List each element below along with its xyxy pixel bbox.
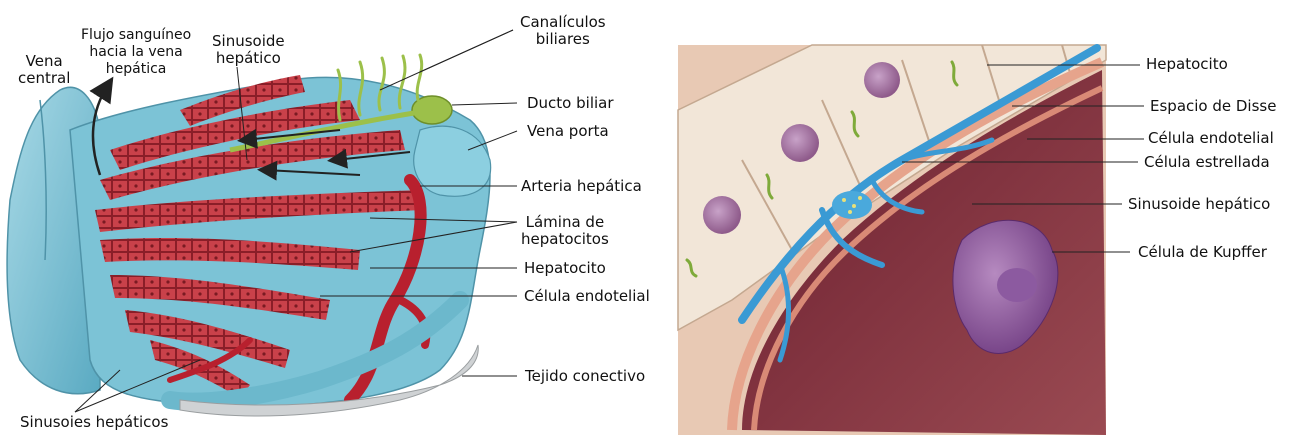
- label-hepatocito-left: Hepatocito: [524, 260, 606, 277]
- label-vena-central: Vena central: [18, 53, 70, 87]
- label-espacio-disse: Espacio de Disse: [1150, 98, 1276, 115]
- label-celula-endotelial-left: Célula endotelial: [524, 288, 650, 305]
- label-canaliculos-biliares: Canalículos biliares: [520, 14, 606, 48]
- label-hepatocito-right: Hepatocito: [1146, 56, 1228, 73]
- label-vena-porta: Vena porta: [527, 123, 609, 140]
- liver-lobule-diagram: Vena central Flujo sanguíneo hacia la ve…: [0, 0, 660, 435]
- label-ducto-biliar: Ducto biliar: [527, 95, 614, 112]
- label-flujo-sanguineo: Flujo sanguíneo hacia la vena hepática: [81, 27, 191, 78]
- label-tejido-conectivo: Tejido conectivo: [525, 368, 645, 385]
- sinusoid-detail-diagram: Hepatocito Espacio de Disse Célula endot…: [672, 0, 1290, 435]
- label-sinusoide-hepatico: Sinusoide hepático: [212, 33, 285, 67]
- label-sinusoides-hepaticos: Sinusoies hepáticos: [20, 414, 168, 431]
- label-sinusoide-hepatico-right: Sinusoide hepático: [1128, 196, 1270, 213]
- label-arteria-hepatica: Arteria hepática: [521, 178, 642, 195]
- label-celula-endotelial-right: Célula endotelial: [1148, 130, 1274, 147]
- label-celula-kupffer: Célula de Kupffer: [1138, 244, 1267, 261]
- label-celula-estrellada: Célula estrellada: [1144, 154, 1270, 171]
- label-lamina-hepatocitos: Lámina de hepatocitos: [521, 214, 609, 248]
